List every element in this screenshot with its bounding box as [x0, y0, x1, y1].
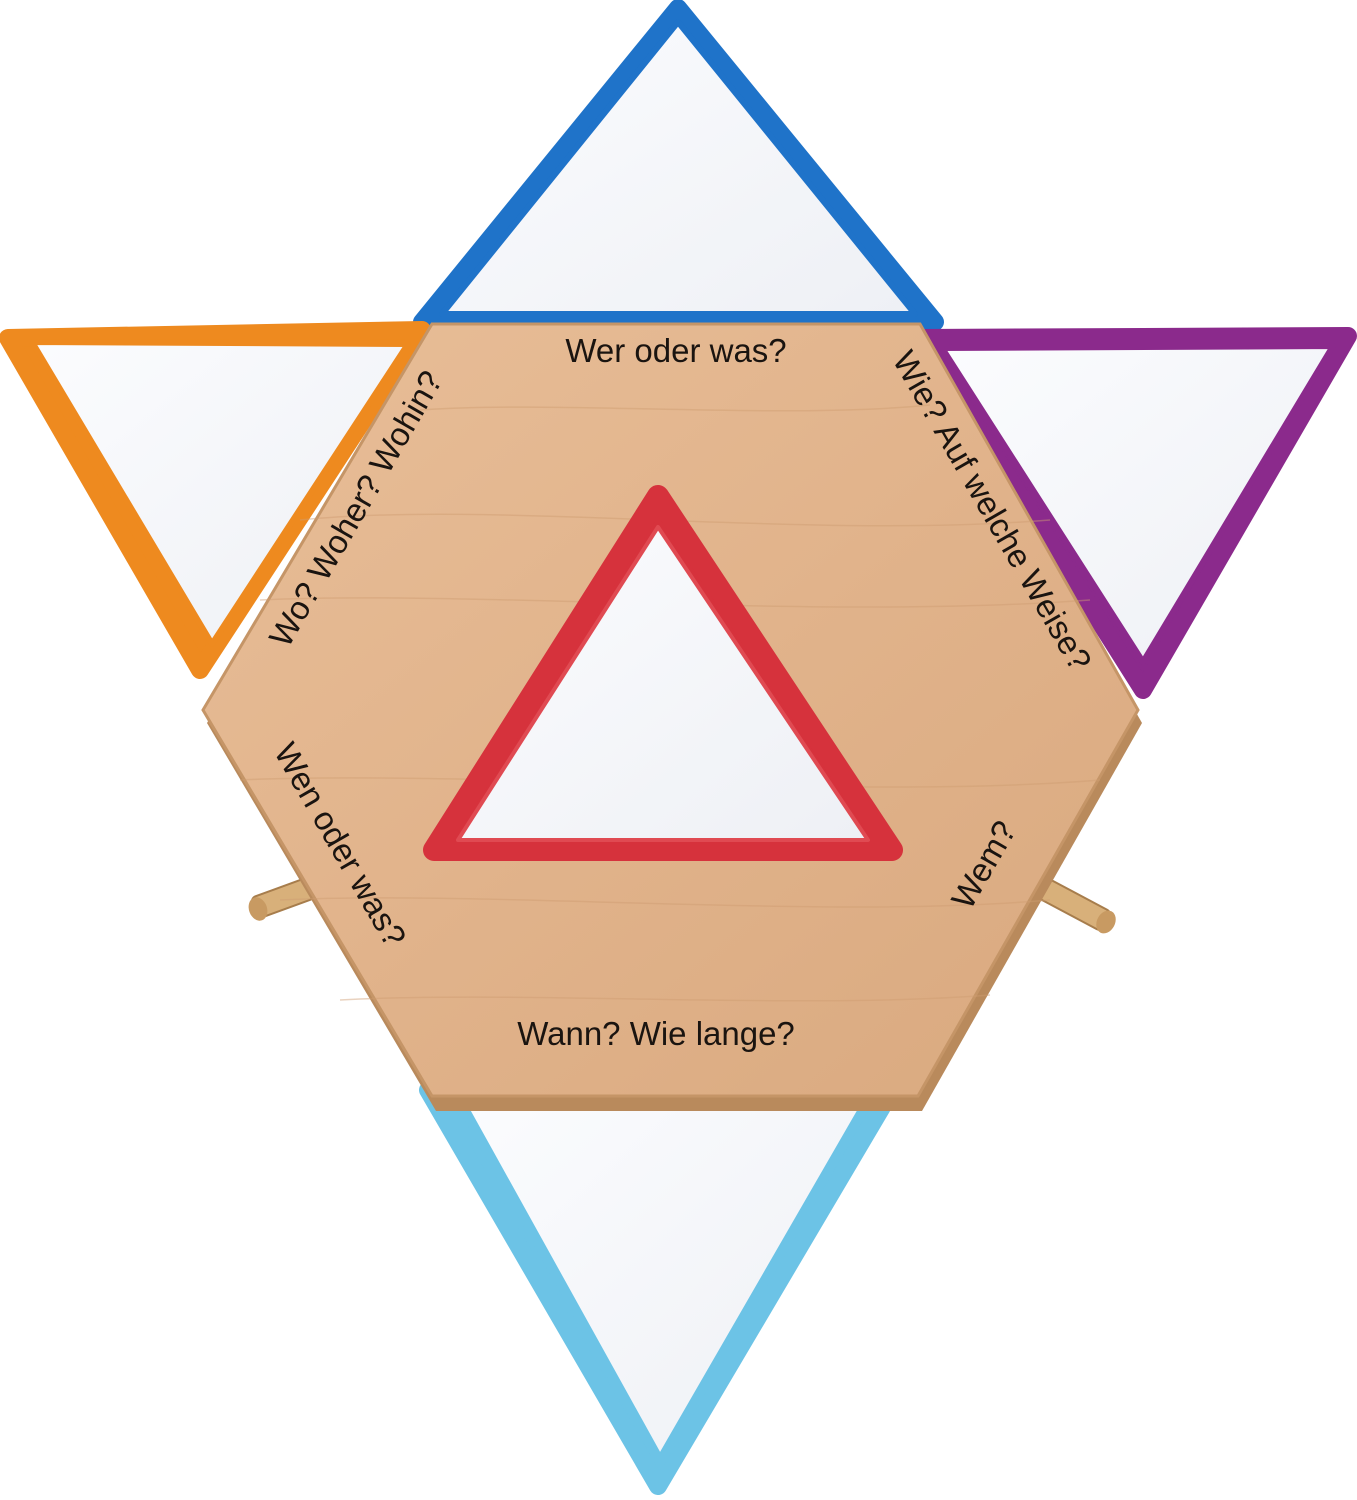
- label-bottom: Wann? Wie lange?: [517, 1015, 795, 1052]
- label-top: Wer oder was?: [565, 332, 786, 369]
- center-triangle-card[interactable]: [423, 485, 903, 861]
- top-triangle-card[interactable]: [413, 0, 944, 331]
- left-triangle-card[interactable]: [0, 321, 431, 679]
- right-peg: [1030, 875, 1116, 934]
- right-triangle-card[interactable]: [911, 327, 1357, 699]
